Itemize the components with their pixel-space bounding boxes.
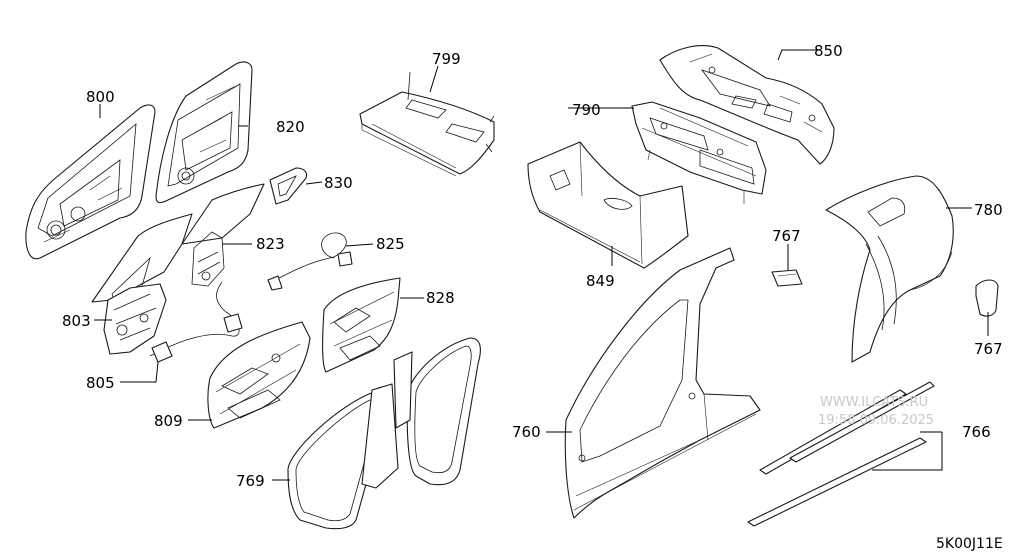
part-825-wire-harness[interactable] xyxy=(267,232,353,291)
part-849-trunk-liner[interactable] xyxy=(527,141,689,269)
part-830-quarter-glass[interactable] xyxy=(269,167,308,205)
part-767-grommet-lower[interactable] xyxy=(975,279,999,317)
label-850: 850 xyxy=(814,42,843,60)
watermark-site: WWW.ILCATS.RU xyxy=(820,395,928,410)
part-805-regulator-motor[interactable] xyxy=(149,281,243,363)
part-828-rear-door-trim[interactable] xyxy=(322,277,401,373)
part-803-front-glass-regulator[interactable] xyxy=(91,213,193,355)
diagram-code: 5K00J11E xyxy=(936,536,1003,552)
label-830: 830 xyxy=(324,174,353,192)
part-799-parcel-shelf[interactable] xyxy=(359,71,495,177)
part-760-body-side[interactable] xyxy=(564,247,761,519)
watermark: WWW.ILCATS.RU 19:58 09.06.2025 xyxy=(818,395,934,428)
label-760: 760 xyxy=(512,423,541,441)
part-800-front-door-shell[interactable] xyxy=(25,104,156,260)
part-809-front-door-trim[interactable] xyxy=(207,321,311,429)
label-828: 828 xyxy=(426,289,455,307)
label-766: 766 xyxy=(962,423,991,441)
label-767-lower: 767 xyxy=(974,340,1003,358)
label-805: 805 xyxy=(86,374,115,392)
label-809: 809 xyxy=(154,412,183,430)
label-823: 823 xyxy=(256,235,285,253)
watermark-timestamp: 19:58 09.06.2025 xyxy=(818,413,934,428)
leader-lines xyxy=(94,49,989,481)
part-labels: 800 820 799 850 790 830 823 825 767 780 … xyxy=(62,42,1003,490)
label-849: 849 xyxy=(586,272,615,290)
part-766-moldings[interactable] xyxy=(747,381,935,527)
part-767-grommet-upper[interactable] xyxy=(771,269,803,287)
label-799: 799 xyxy=(432,50,461,68)
part-780-rear-fender[interactable] xyxy=(825,175,954,363)
label-780: 780 xyxy=(974,201,1003,219)
label-767-upper: 767 xyxy=(772,227,801,245)
part-820-rear-door-shell[interactable] xyxy=(155,61,253,204)
part-769-weatherstrips[interactable] xyxy=(287,337,481,530)
label-790: 790 xyxy=(572,101,601,119)
part-823-rear-glass-regulator[interactable] xyxy=(181,183,265,287)
label-820: 820 xyxy=(276,118,305,136)
label-825: 825 xyxy=(376,235,405,253)
label-803: 803 xyxy=(62,312,91,330)
label-769: 769 xyxy=(236,472,265,490)
part-850-rear-panel[interactable] xyxy=(659,45,835,165)
label-800: 800 xyxy=(86,88,115,106)
part-790-rear-lower-panel[interactable] xyxy=(631,101,767,204)
